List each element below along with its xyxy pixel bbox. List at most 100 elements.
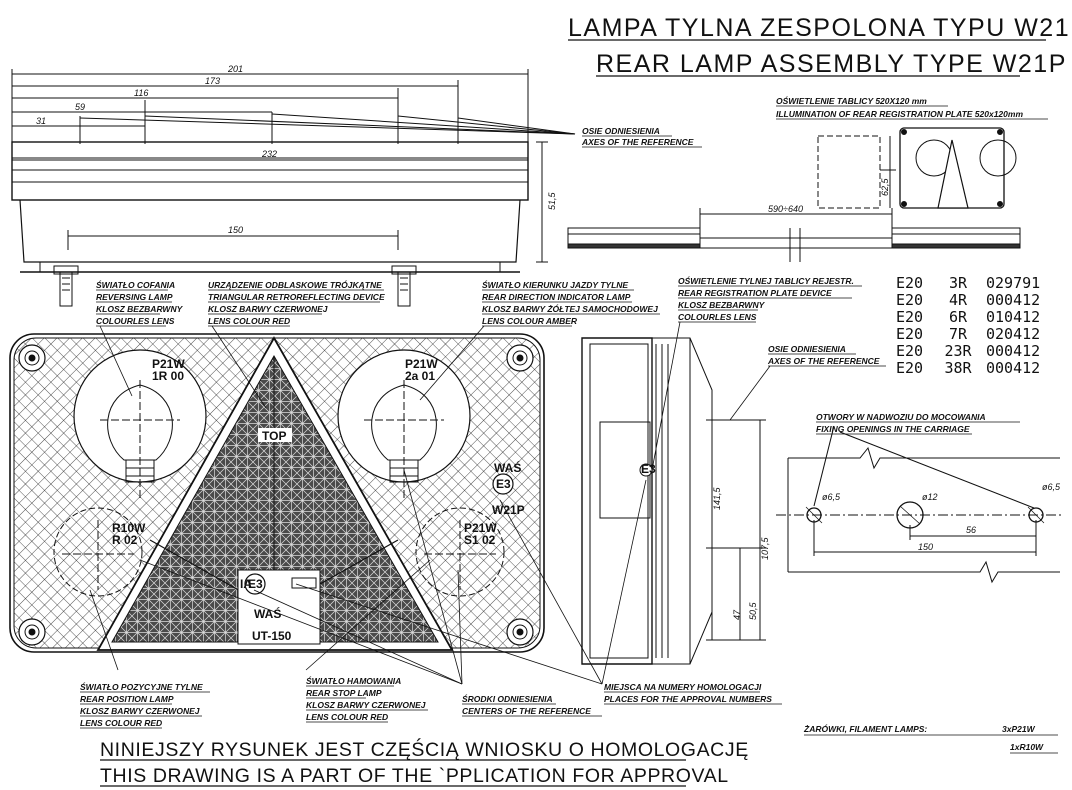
approval-number: 000412 (986, 359, 1040, 377)
top-marking: TOP (262, 429, 286, 443)
callout-line: MIEJSCA NA NUMERY HOMOLOGACJI (604, 682, 762, 692)
bulb-tl-code: 1R 00 (152, 369, 184, 383)
e3-marking-center: E3 (248, 577, 263, 591)
plate-label-en: ILLUMINATION OF REAR REGISTRATION PLATE … (776, 109, 1023, 119)
callout-line: LENS COLOUR RED (208, 316, 290, 326)
bulb-bl-code: R 02 (112, 533, 138, 547)
approval-code: 38R (944, 359, 972, 377)
approval-number: 010412 (986, 308, 1040, 326)
callout-line: LENS COLOUR RED (306, 712, 388, 722)
callout-centers-of-reference: ŚRODKI ODNIESIENIA CENTERS OF THE REFERE… (462, 693, 591, 716)
approval-mark: E20 (896, 325, 923, 343)
bulb-tr-type: P21W (405, 357, 438, 371)
drawing-title: LAMPA TYLNA ZESPOLONA TYPU W21P REAR LAM… (568, 14, 1072, 78)
approval-number: 029791 (986, 274, 1040, 292)
plate-label-pl: OŚWIETLENIE TABLICY 520X120 mm (776, 95, 927, 106)
callout-reversing-lamp: ŚWIATŁO COFANIA REVERSING LAMP KLOSZ BEZ… (96, 279, 184, 326)
approval-code: 7R (949, 325, 968, 343)
front-view (9, 333, 545, 653)
callout-line: REAR STOP LAMP (306, 688, 382, 698)
approval-mark: E20 (896, 342, 923, 360)
approval-mark: E20 (896, 308, 923, 326)
filament-label: ŻARÓWKI, FILAMENT LAMPS: (803, 723, 927, 734)
top-callout-underlines (96, 285, 886, 367)
dim-hole-center: ø12 (922, 492, 938, 502)
dim-232: 232 (261, 149, 277, 159)
callout-line: KLOSZ BARWY CZERWONEJ (208, 304, 328, 314)
callout-line: REAR POSITION LAMP (80, 694, 174, 704)
ut-150-marking: UT-150 (252, 629, 292, 643)
bulb-br-type: P21W (464, 521, 497, 535)
side-view (581, 337, 766, 665)
callout-line: CENTERS OF THE REFERENCE (462, 706, 591, 716)
dim-150-fixing: 150 (918, 542, 933, 552)
approval-code: 23R (944, 342, 972, 360)
dim-59: 59 (75, 102, 85, 112)
callout-line: LENS COLOUR AMBER (482, 316, 578, 326)
bulb-tr-code: 2a 01 (405, 369, 435, 383)
callout-line: KLOSZ BARWY ŻÓŁTEJ SAMOCHODOWEJ (482, 303, 658, 314)
dim-116: 116 (134, 88, 148, 98)
top-view-dimensions: 201 173 116 59 31 232 150 51,5 OSIE ODNI… (36, 64, 702, 235)
callout-line: TRIANGULAR RETROREFLECTING DEVICE (208, 292, 385, 302)
bottom-callout-underlines (80, 685, 782, 729)
approval-mark: E20 (896, 291, 923, 309)
callout-line: OSIE ODNIESIENIA (768, 344, 846, 354)
leader-lines (89, 321, 771, 685)
approval-mark: E20 (896, 274, 923, 292)
callout-rear-stop-lamp: ŚWIATŁO HAMOWANIA REAR STOP LAMP KLOSZ B… (306, 675, 426, 722)
approval-number: 020412 (986, 325, 1040, 343)
approval-number: 000412 (986, 342, 1040, 360)
axes-reference-label-pl: OSIE ODNIESIENIA (582, 126, 660, 136)
dim-590-640: 590÷640 (768, 204, 803, 214)
callout-line: KLOSZ BEZBARWNY (96, 304, 184, 314)
footer-polish: NINIEJSZY RYSUNEK JEST CZĘŚCIĄ WNIOSKU O… (100, 737, 749, 761)
side-view-dimensions: 141,5 107,5 47 50,5 E3 (641, 462, 770, 620)
dim-50-5: 50,5 (748, 601, 758, 620)
fixing-openings-view: OTWORY W NADWOZIU DO MOCOWANIA FIXING OP… (776, 412, 1064, 584)
w21p-marking: W21P (492, 503, 525, 517)
was-marking: WAŚ (494, 460, 521, 475)
bulb-br-code: S1 02 (464, 533, 496, 547)
callout-plate-device: OŚWIETLENIE TYLNEJ TABLICY REJESTR. REAR… (678, 275, 854, 322)
filament-line-2: 1xR10W (1010, 742, 1044, 752)
callout-line: REAR DIRECTION INDICATOR LAMP (482, 292, 631, 302)
approval-code: 6R (949, 308, 968, 326)
dim-201: 201 (227, 64, 243, 74)
filament-lamps-note: ŻARÓWKI, FILAMENT LAMPS: 3xP21W 1xR10W (803, 723, 1058, 754)
approval-number: 000412 (986, 291, 1040, 309)
axes-reference-label-en: AXES OF THE REFERENCE (581, 137, 694, 147)
callout-line: ŚWIATŁO HAMOWANIA (306, 675, 401, 686)
callout-line: COLOURLES LENS (96, 316, 175, 326)
dim-107-5: 107,5 (760, 536, 770, 560)
approval-code: 4R (949, 291, 968, 309)
footer-statement: NINIEJSZY RYSUNEK JEST CZĘŚCIĄ WNIOSKU O… (100, 737, 749, 787)
e3-marking: E3 (496, 477, 511, 491)
ia-marking: IA (240, 577, 252, 591)
callout-line: OŚWIETLENIE TYLNEJ TABLICY REJESTR. (678, 275, 854, 286)
fixing-label-en: FIXING OPENINGS IN THE CARRIAGE (816, 424, 970, 434)
bulb-tl-type: P21W (152, 357, 185, 371)
approval-code: 3R (949, 274, 968, 292)
dim-141-5: 141,5 (712, 486, 722, 510)
callout-line: LENS COLOUR RED (80, 718, 162, 728)
callout-line: ŚWIATŁO KIERUNKU JAZDY TYLNE (482, 279, 628, 290)
dim-56: 56 (966, 525, 976, 535)
dim-hole-right: ø6,5 (1042, 482, 1061, 492)
dim-hole-left: ø6,5 (822, 492, 841, 502)
callout-line: PLACES FOR THE APPROVAL NUMBERS (604, 694, 772, 704)
callout-line: ŚRODKI ODNIESIENIA (462, 693, 553, 704)
callout-direction-indicator: ŚWIATŁO KIERUNKU JAZDY TYLNE REAR DIRECT… (482, 279, 658, 326)
front-view-labels: TOP P21W 1R 00 P21W 2a 01 R10W R 02 P21W… (112, 357, 525, 643)
callout-line: REVERSING LAMP (96, 292, 173, 302)
callout-line: REAR REGISTRATION PLATE DEVICE (678, 288, 832, 298)
e3-side-marking: E3 (641, 462, 656, 476)
dim-62-5: 62,5 (880, 177, 890, 196)
callout-triangle-retroreflector: URZĄDZENIE ODBLASKOWE TRÓJKĄTNE TRIANGUL… (208, 279, 385, 326)
callout-line: URZĄDZENIE ODBLASKOWE TRÓJKĄTNE (208, 279, 382, 290)
callout-line: KLOSZ BARWY CZERWONEJ (80, 706, 200, 716)
callout-line: KLOSZ BARWY CZERWONEJ (306, 700, 426, 710)
dim-47: 47 (732, 609, 742, 620)
callout-line: KLOSZ BEZBARWNY (678, 300, 766, 310)
